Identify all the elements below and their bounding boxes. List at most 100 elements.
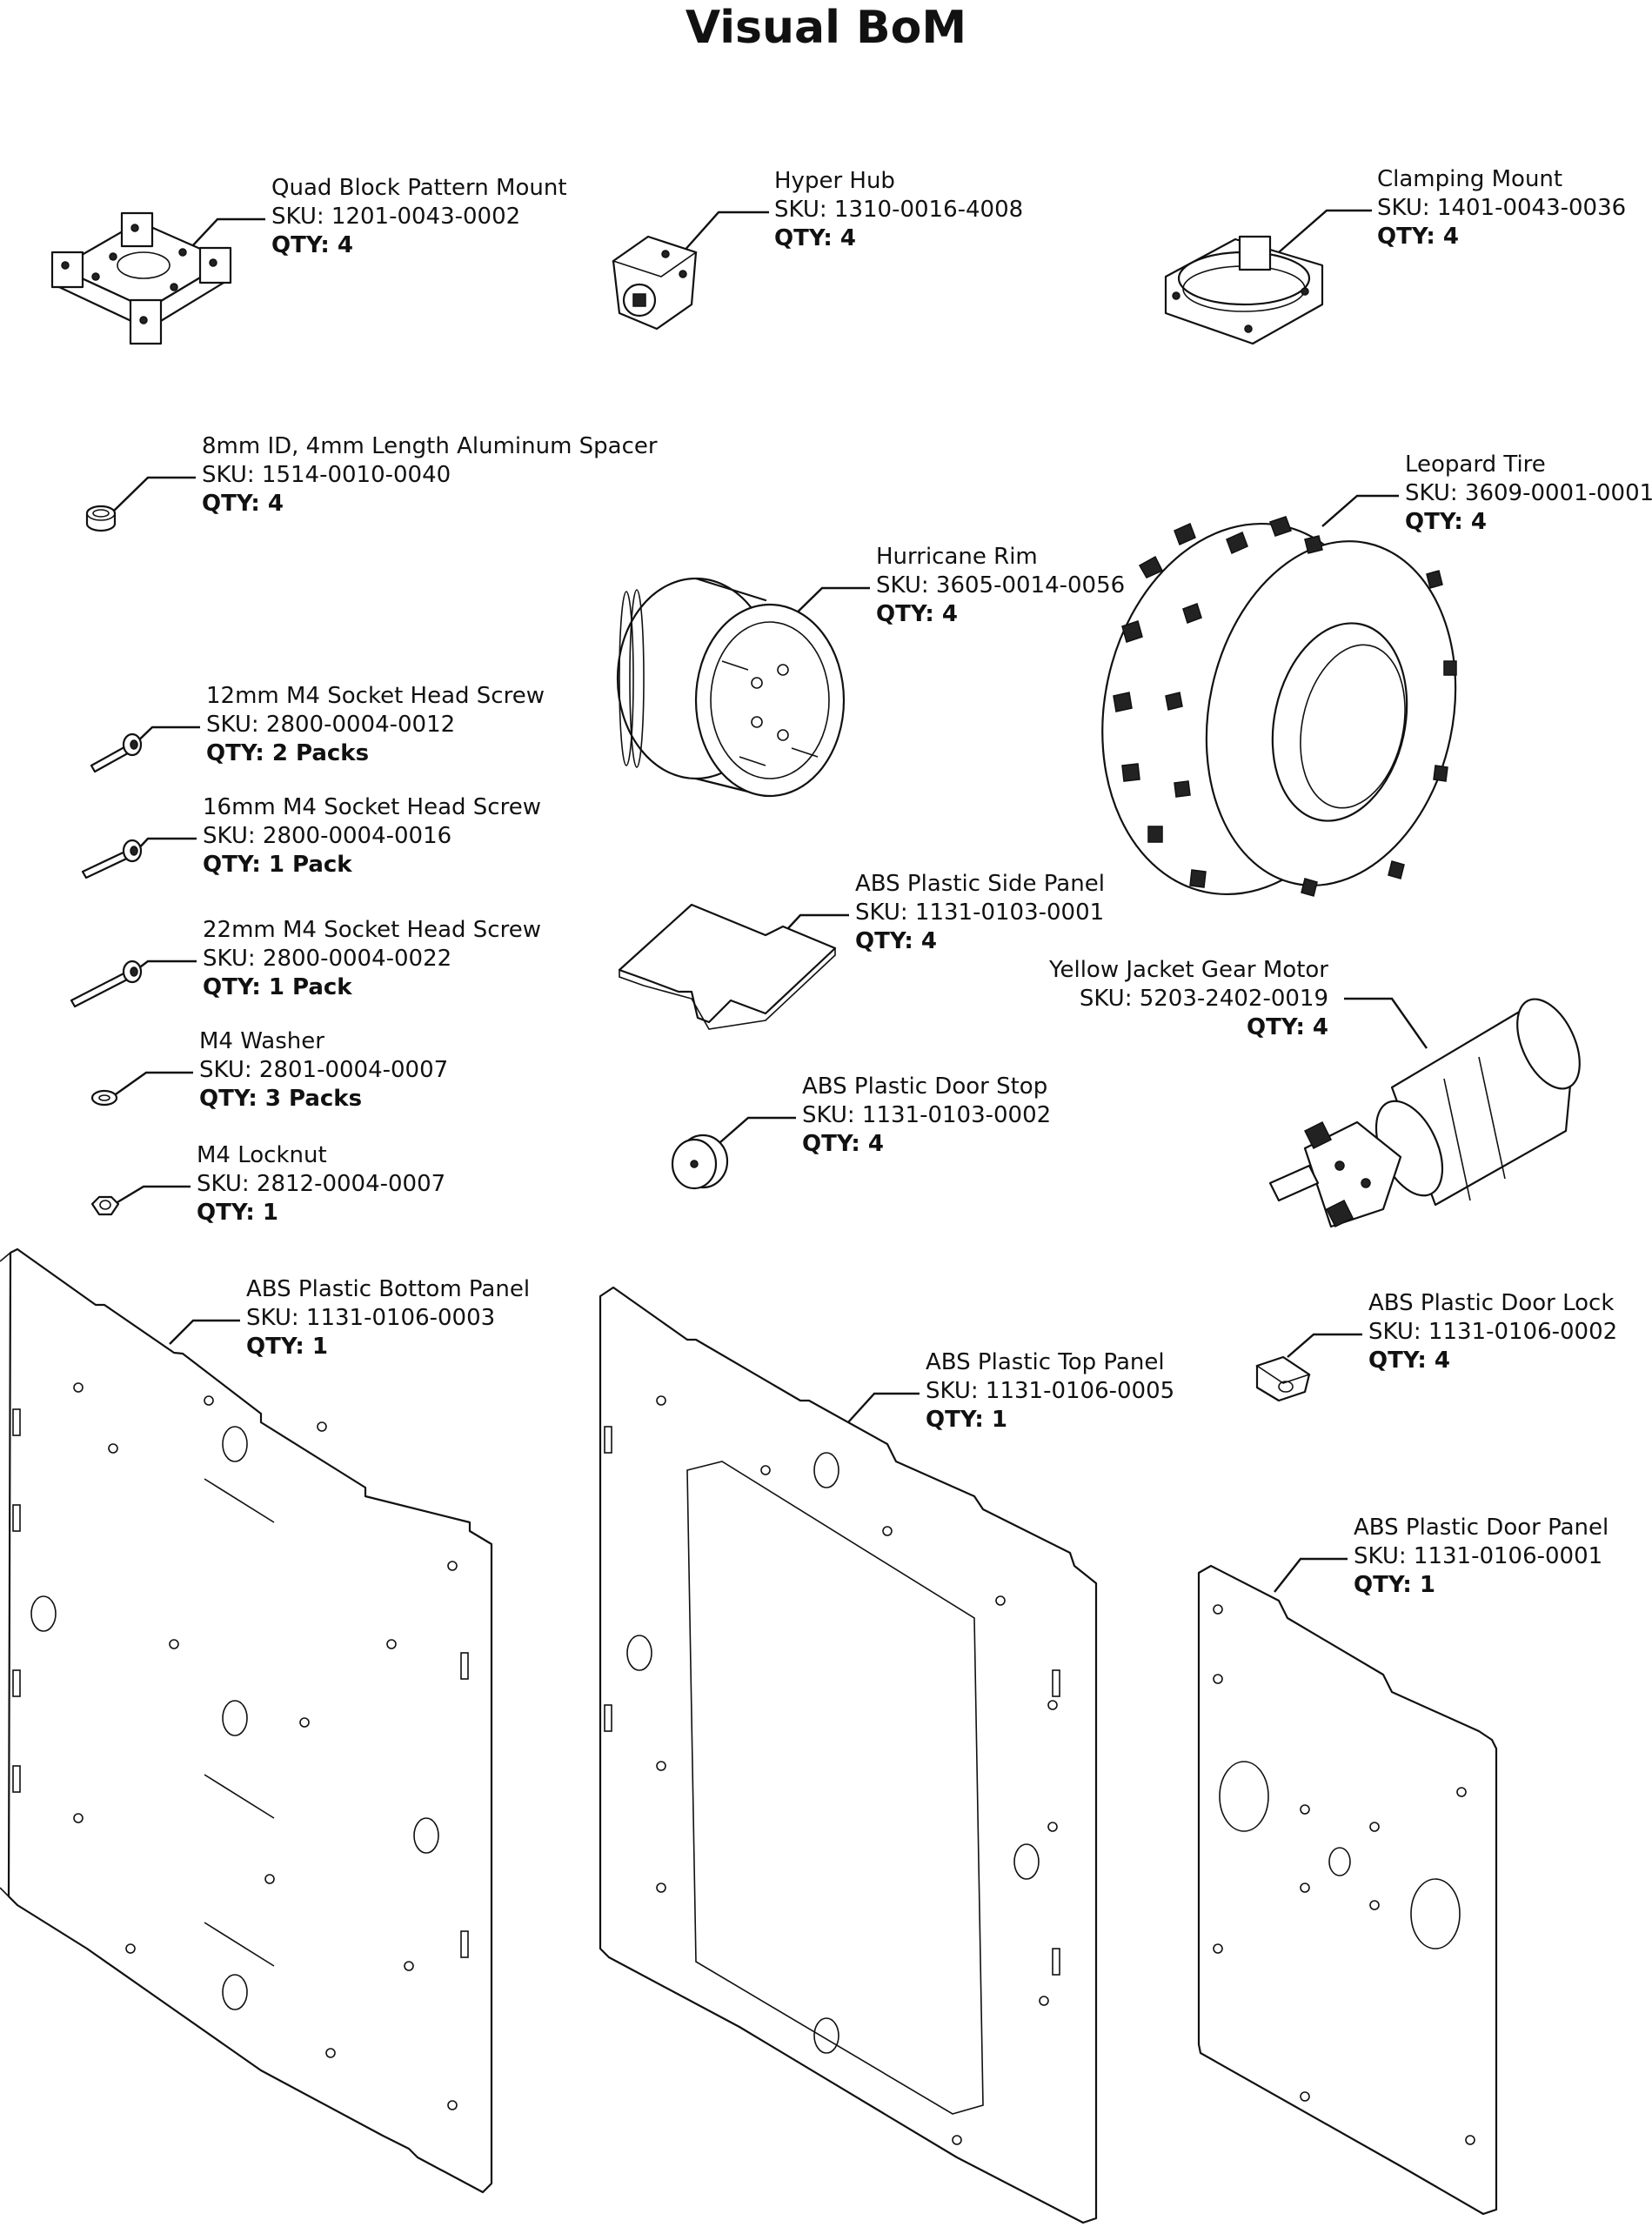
part-sku: SKU: 2800-0004-0012 [206, 712, 456, 738]
part-name: Hurricane Rim [876, 544, 1038, 570]
label-quad-block: Quad Block Pattern Mount SKU: 1201-0043-… [271, 174, 567, 260]
label-hurricane-rim: Hurricane Rim SKU: 3605-0014-0056 QTY: 4 [876, 543, 1125, 629]
label-washer: M4 Washer SKU: 2801-0004-0007 QTY: 3 Pac… [199, 1027, 448, 1114]
spacer-drawing [85, 505, 117, 532]
part-sku: SKU: 3609-0001-0001 [1405, 480, 1652, 506]
part-name: 8mm ID, 4mm Length Aluminum Spacer [202, 433, 658, 459]
part-qty: QTY: 4 [1247, 1014, 1328, 1040]
part-name: 12mm M4 Socket Head Screw [206, 683, 545, 709]
screw-16-drawing [81, 839, 143, 879]
part-sku: SKU: 2812-0004-0007 [197, 1171, 446, 1197]
part-name: Hyper Hub [774, 168, 895, 194]
part-name: ABS Plastic Door Lock [1368, 1290, 1615, 1316]
part-qty: QTY: 4 [855, 928, 937, 954]
part-qty: QTY: 4 [876, 601, 958, 627]
part-name: Yellow Jacket Gear Motor [1049, 957, 1328, 983]
leader-leopard-tire [1321, 494, 1399, 527]
label-side-panel: ABS Plastic Side Panel SKU: 1131-0103-00… [855, 870, 1105, 956]
leader-hyper-hub [682, 211, 769, 253]
leader-washer [112, 1071, 193, 1097]
part-name: M4 Locknut [197, 1142, 327, 1168]
part-qty: QTY: 3 Packs [199, 1086, 363, 1112]
part-sku: SKU: 1131-0106-0002 [1368, 1319, 1618, 1345]
label-spacer: 8mm ID, 4mm Length Aluminum Spacer SKU: … [202, 432, 658, 518]
label-screw-12: 12mm M4 Socket Head Screw SKU: 2800-0004… [206, 682, 545, 768]
part-qty: QTY: 1 [926, 1407, 1007, 1433]
leader-screw-16 [134, 837, 197, 853]
part-name: Leopard Tire [1405, 451, 1546, 478]
label-door-panel: ABS Plastic Door Panel SKU: 1131-0106-00… [1354, 1514, 1609, 1600]
screw-12-drawing [90, 732, 143, 773]
part-sku: SKU: 1401-0043-0036 [1377, 195, 1627, 221]
part-name: Quad Block Pattern Mount [271, 175, 567, 201]
part-qty: QTY: 4 [202, 491, 284, 517]
leader-bottom-panel [169, 1319, 240, 1345]
label-bottom-panel: ABS Plastic Bottom Panel SKU: 1131-0106-… [246, 1275, 530, 1361]
locknut-drawing [90, 1195, 120, 1216]
part-sku: SKU: 1131-0106-0001 [1354, 1543, 1603, 1569]
part-sku: SKU: 3605-0014-0056 [876, 572, 1126, 599]
part-sku: SKU: 1514-0010-0040 [202, 462, 451, 488]
label-leopard-tire: Leopard Tire SKU: 3609-0001-0001 QTY: 4 [1405, 451, 1652, 537]
part-sku: SKU: 1310-0016-4008 [774, 197, 1024, 223]
leopard-tire-drawing [1101, 516, 1457, 897]
part-name: Clamping Mount [1377, 166, 1563, 192]
part-qty: QTY: 1 Pack [203, 974, 352, 1000]
part-name: M4 Washer [199, 1028, 324, 1054]
leader-door-panel [1274, 1557, 1348, 1593]
gear-motor-drawing [1268, 998, 1581, 1228]
part-name: ABS Plastic Bottom Panel [246, 1276, 531, 1302]
leader-door-lock [1287, 1333, 1362, 1358]
part-qty: QTY: 4 [774, 225, 856, 251]
part-qty: QTY: 2 Packs [206, 740, 370, 766]
part-qty: QTY: 4 [1368, 1348, 1450, 1374]
part-qty: QTY: 1 [246, 1334, 328, 1360]
label-hyper-hub: Hyper Hub SKU: 1310-0016-4008 QTY: 4 [774, 167, 1023, 253]
part-sku: SKU: 1131-0106-0003 [246, 1305, 496, 1331]
part-qty: QTY: 1 [1354, 1572, 1435, 1598]
bottom-panel-drawing [0, 1247, 493, 2194]
leader-clamping-mount [1278, 209, 1372, 253]
label-door-lock: ABS Plastic Door Lock SKU: 1131-0106-000… [1368, 1289, 1617, 1375]
part-sku: SKU: 5203-2402-0019 [1079, 986, 1328, 1012]
door-lock-drawing [1255, 1355, 1311, 1402]
side-panel-drawing [618, 903, 837, 1030]
part-name: ABS Plastic Top Panel [926, 1349, 1165, 1375]
part-sku: SKU: 1131-0106-0005 [926, 1378, 1175, 1404]
label-screw-22: 22mm M4 Socket Head Screw SKU: 2800-0004… [203, 916, 541, 1002]
door-panel-drawing [1197, 1564, 1498, 2216]
hyper-hub-drawing [612, 235, 698, 331]
door-stop-drawing [671, 1134, 729, 1190]
label-clamping-mount: Clamping Mount SKU: 1401-0043-0036 QTY: … [1377, 165, 1626, 251]
quad-block-mount-drawing [50, 211, 232, 345]
part-name: 22mm M4 Socket Head Screw [203, 917, 541, 943]
clamping-mount-drawing [1164, 235, 1324, 345]
part-qty: QTY: 4 [1405, 509, 1487, 535]
part-name: ABS Plastic Side Panel [855, 871, 1105, 897]
page-title: Visual BoM [685, 2, 967, 54]
part-qty: QTY: 4 [271, 232, 353, 258]
label-screw-16: 16mm M4 Socket Head Screw SKU: 2800-0004… [203, 793, 541, 879]
part-qty: QTY: 4 [1377, 224, 1459, 250]
leader-locknut [112, 1185, 191, 1207]
part-sku: SKU: 2800-0004-0022 [203, 946, 452, 972]
screw-22-drawing [70, 960, 143, 1008]
part-sku: SKU: 1201-0043-0002 [271, 204, 521, 230]
part-sku: SKU: 1131-0103-0001 [855, 899, 1105, 926]
part-qty: QTY: 1 Pack [203, 852, 352, 878]
part-name: ABS Plastic Door Panel [1354, 1515, 1609, 1541]
part-sku: SKU: 2800-0004-0016 [203, 823, 452, 849]
label-gear-motor: Yellow Jacket Gear Motor SKU: 5203-2402-… [1009, 956, 1328, 1042]
washer-drawing [90, 1089, 118, 1107]
leader-top-panel [847, 1392, 920, 1423]
hurricane-rim-drawing [616, 577, 846, 798]
part-qty: QTY: 4 [802, 1131, 884, 1157]
label-top-panel: ABS Plastic Top Panel SKU: 1131-0106-000… [926, 1348, 1174, 1435]
part-qty: QTY: 1 [197, 1200, 278, 1226]
part-name: ABS Plastic Door Stop [802, 1073, 1048, 1100]
part-sku: SKU: 2801-0004-0007 [199, 1057, 449, 1083]
part-name: 16mm M4 Socket Head Screw [203, 794, 541, 820]
leader-door-stop [712, 1116, 796, 1149]
top-panel-drawing [599, 1286, 1098, 2224]
